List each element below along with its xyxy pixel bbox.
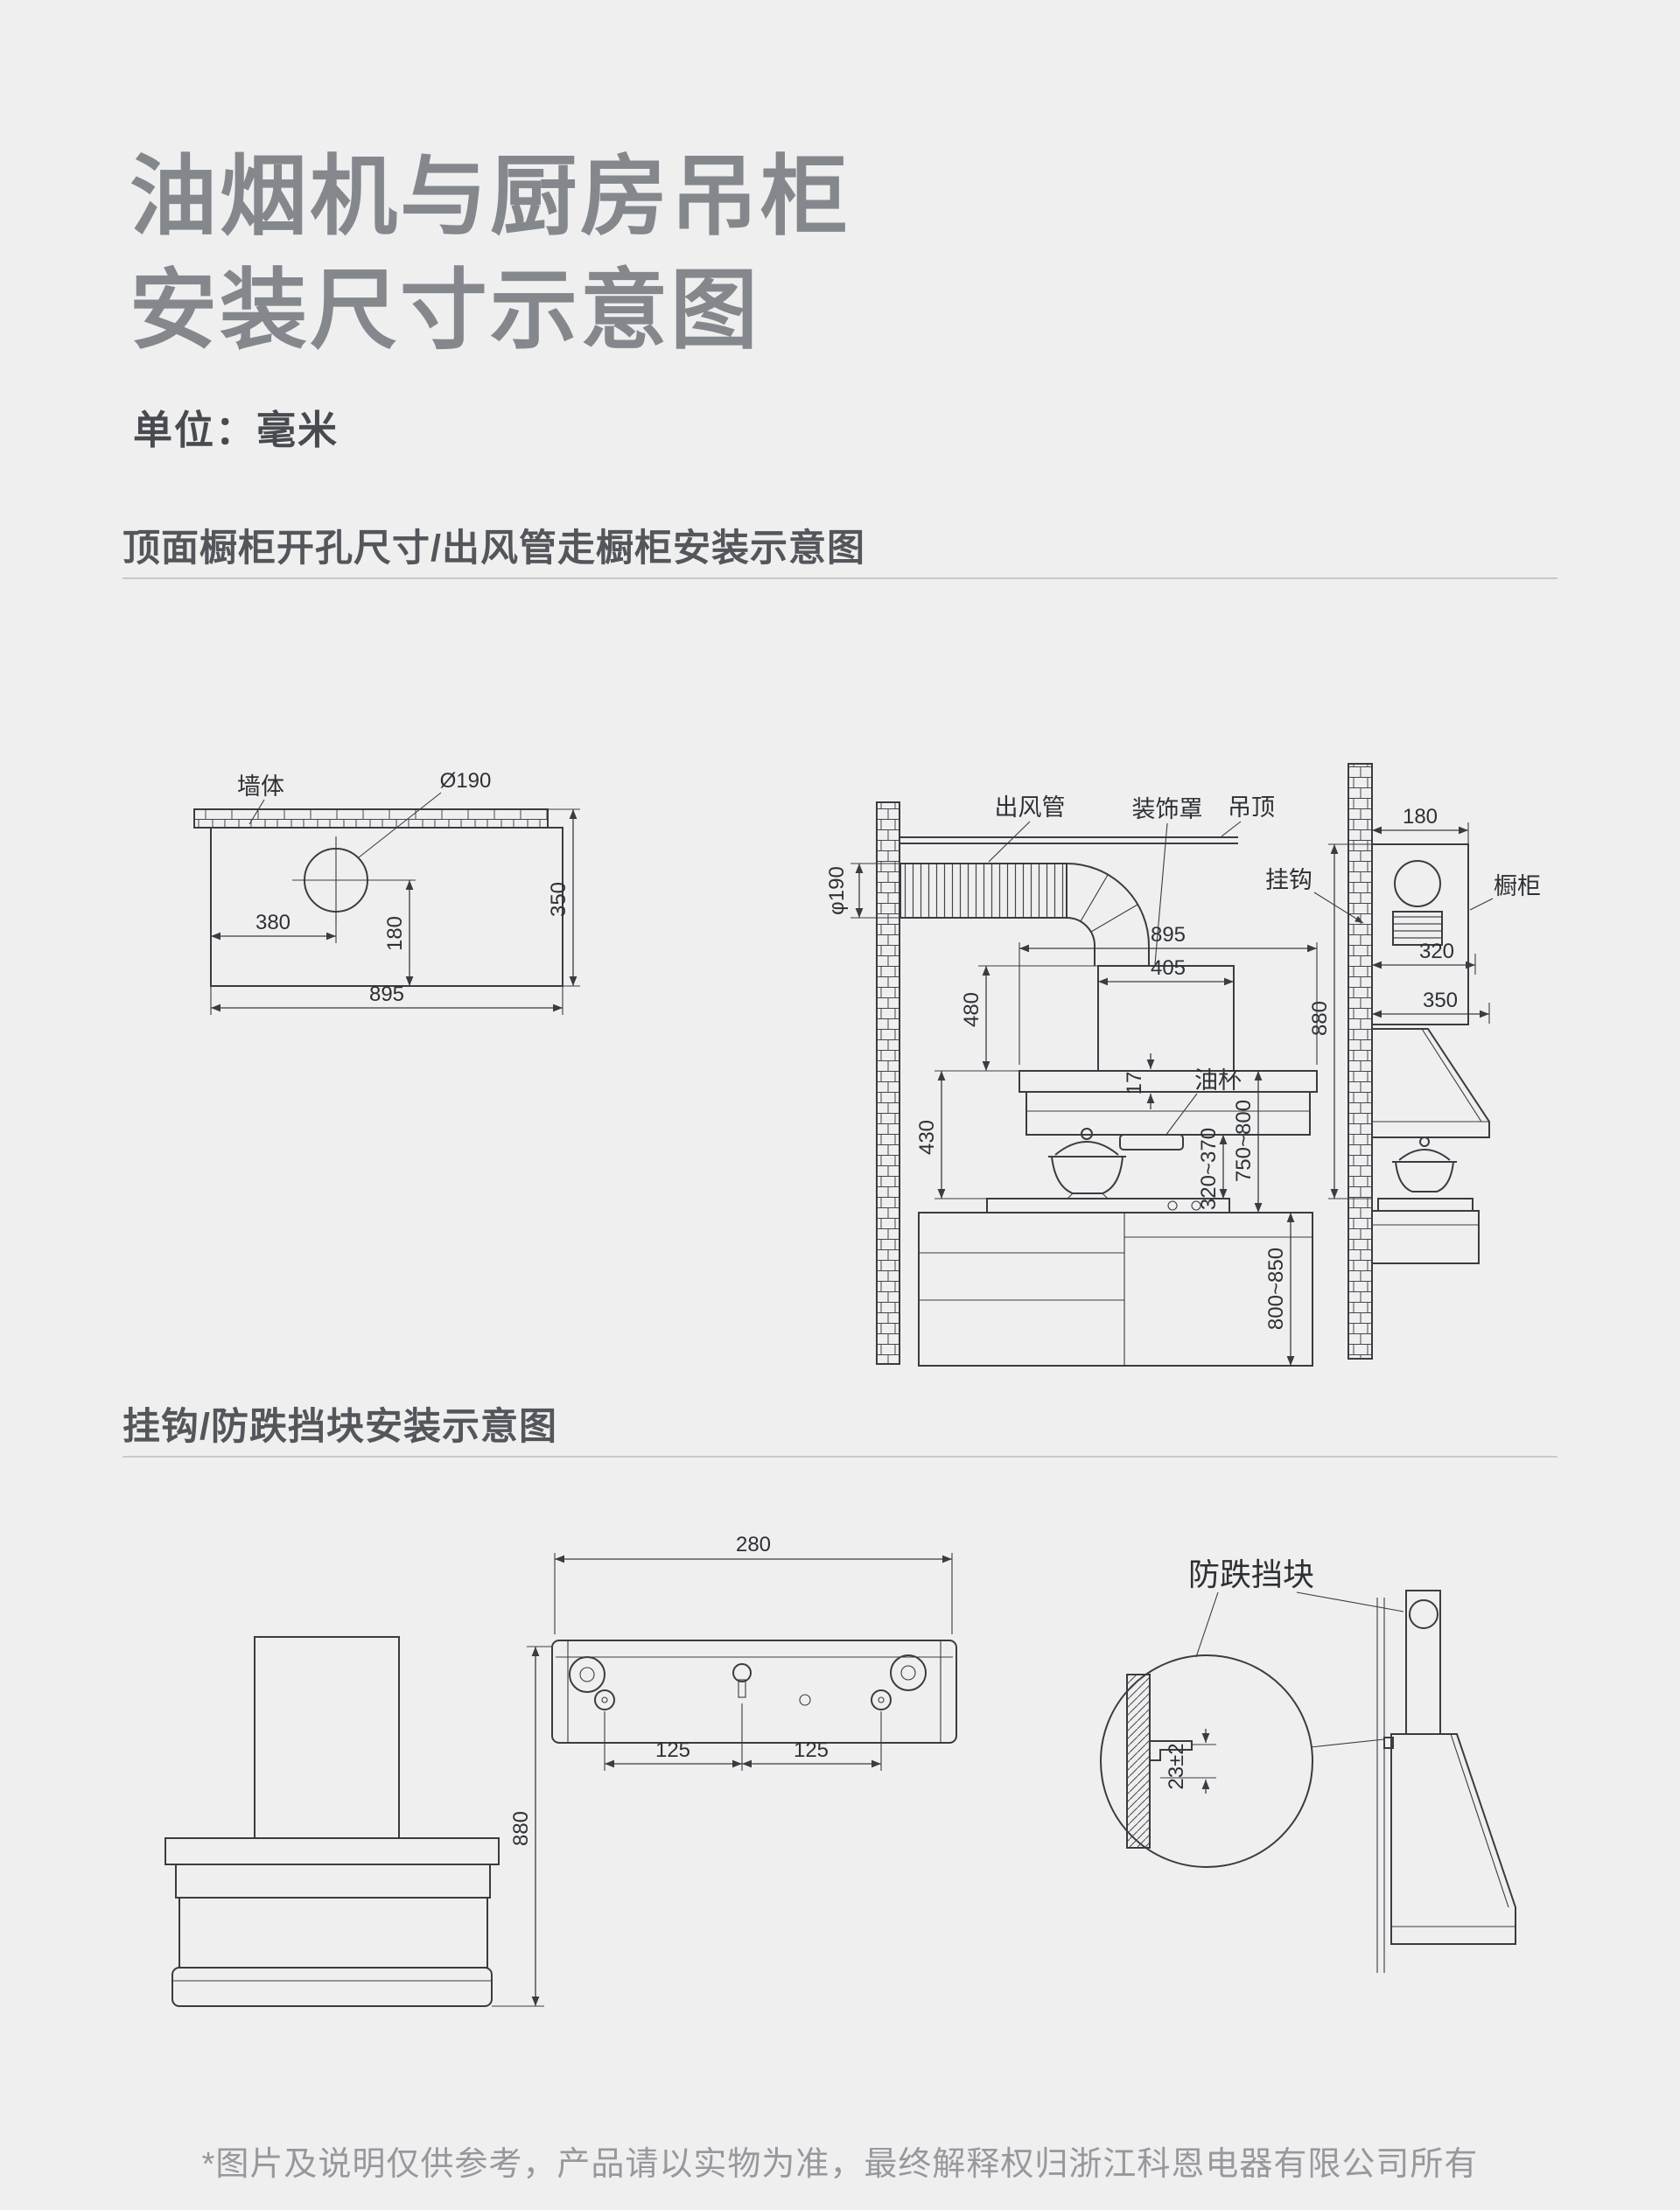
dim-125-left: 125	[655, 1738, 690, 1762]
dim-430: 430	[915, 1120, 939, 1155]
right-mount-flange	[890, 1654, 927, 1691]
hood-side-profile	[1372, 1028, 1490, 1138]
wall-section	[193, 808, 549, 829]
dim-125-right: 125	[794, 1738, 829, 1762]
dim-880: 880	[509, 1811, 533, 1846]
dim-405: 405	[1151, 956, 1186, 980]
page-title-line1: 油烟机与厨房吊柜	[130, 148, 850, 246]
section2-divider	[122, 1456, 1558, 1458]
dim-phi190: φ190	[825, 866, 849, 915]
section2-title: 挂钩/防跌挡块安装示意图	[122, 1406, 557, 1448]
duct-label: 出风管	[995, 794, 1066, 821]
right-screw-hole	[871, 1689, 892, 1710]
dim-750-800: 750~800	[1232, 1100, 1256, 1182]
dim-895-top: 895	[369, 983, 404, 1006]
wok-lid-knob	[1081, 1128, 1093, 1140]
footer-note: *图片及说明仅供参考，产品请以实物为准，最终解释权归浙江科恩电器有限公司所有	[201, 2146, 1479, 2183]
duct-in-cabinet	[1392, 911, 1443, 946]
duct-hole	[1394, 860, 1441, 907]
hook-hole	[1409, 1599, 1438, 1629]
ceiling-line	[900, 836, 1238, 844]
cooktop	[1377, 1198, 1474, 1212]
wall-section	[876, 801, 900, 1365]
dim-350: 350	[547, 882, 570, 917]
dim-280: 280	[736, 1533, 771, 1556]
hole-diameter-label: Ø190	[440, 769, 492, 793]
cooktop	[986, 1198, 1230, 1213]
center-keyhole	[732, 1663, 752, 1682]
anti-fall-block-position	[1383, 1737, 1394, 1749]
dim-895-side: 895	[1151, 923, 1186, 947]
section1-title: 顶面橱柜开孔尺寸/出风管走橱柜安装示意图	[122, 528, 865, 570]
oil-cup-label: 油杯	[1194, 1067, 1242, 1094]
height-dimension: 880	[492, 1646, 552, 2007]
hood-panel	[178, 1897, 488, 1969]
dim-17: 17	[1123, 1072, 1146, 1095]
hood-top-plate	[1018, 1070, 1318, 1093]
hood-front-view	[164, 1636, 500, 2007]
hood-top-band	[164, 1837, 500, 1865]
ceiling-label: 吊顶	[1228, 794, 1275, 821]
bracket-top-view: 280 125 125	[551, 1533, 957, 1771]
wok	[1050, 1156, 1124, 1194]
dim-380: 380	[256, 911, 290, 934]
anti-fall-block-label: 防跌挡块	[1188, 1556, 1314, 1592]
wall-label: 墙体	[237, 773, 284, 800]
page-title-line2: 安装尺寸示意图	[130, 262, 760, 360]
dim-23: 23±2	[1165, 1743, 1188, 1789]
duct-elbow	[1066, 863, 1150, 966]
unit-label: 单位：毫米	[133, 408, 340, 452]
anti-fall-block	[1150, 1740, 1193, 1761]
wall-cross-section	[1126, 1674, 1151, 1849]
dim-480: 480	[960, 992, 984, 1027]
hook-label: 挂钩	[1265, 867, 1312, 893]
chimney	[254, 1636, 400, 1839]
left-screw-hole	[594, 1689, 615, 1710]
cabinet-label: 橱柜	[1494, 873, 1541, 899]
mounting-bracket	[551, 1640, 957, 1744]
cover-label: 装饰罩	[1132, 796, 1203, 822]
dim-350: 350	[1423, 989, 1458, 1012]
cabinet-top-outline	[210, 827, 564, 987]
top-view-diagram: 墙体 Ø190 380 180 350 895	[193, 769, 580, 1015]
hook-block-diagram: 880 280 125 125	[164, 1533, 1516, 2007]
counter	[1371, 1210, 1480, 1264]
hood-side-profile	[1390, 1733, 1516, 1945]
side-view-diagram: 出风管 装饰罩 吊顶 φ190 895 405 480 430	[825, 794, 1318, 1367]
wall-section	[1348, 763, 1373, 1360]
dim-800-850: 800~850	[1264, 1248, 1288, 1330]
dim-320-370: 320~370	[1197, 1128, 1221, 1210]
dim-320: 320	[1419, 940, 1454, 963]
wall-line	[1376, 1598, 1385, 1973]
dim-180: 180	[1403, 805, 1438, 829]
wall-cabinet	[1371, 843, 1469, 1025]
section1-divider	[122, 577, 1558, 579]
dim-180: 180	[383, 916, 407, 951]
left-mount-flange	[569, 1656, 606, 1693]
base-cabinet	[918, 1212, 1313, 1367]
detail-circle	[1100, 1654, 1313, 1868]
hood-side-view	[1376, 1590, 1516, 1973]
chimney-side	[1405, 1590, 1441, 1735]
dim-880: 880	[1308, 1001, 1332, 1036]
hole-crosshair	[292, 836, 416, 924]
oil-cup	[1119, 1134, 1184, 1150]
hook-view-diagram: 880 180 挂钩 橱柜 320 350	[1265, 763, 1541, 1360]
cabinet-cutout-diagram: 墙体 Ø190 380 180 350 895 出风管 装饰罩	[193, 763, 1541, 1367]
page-title: 油烟机与厨房吊柜 安装尺寸示意图	[130, 140, 850, 367]
hood-base-tray	[172, 1967, 493, 2007]
anti-fall-detail: 防跌挡块 23±2	[1100, 1556, 1404, 1868]
corrugated-duct	[900, 863, 1068, 919]
wok	[1394, 1161, 1455, 1192]
hood-canopy	[1026, 1091, 1311, 1136]
hood-canopy	[175, 1864, 491, 1899]
